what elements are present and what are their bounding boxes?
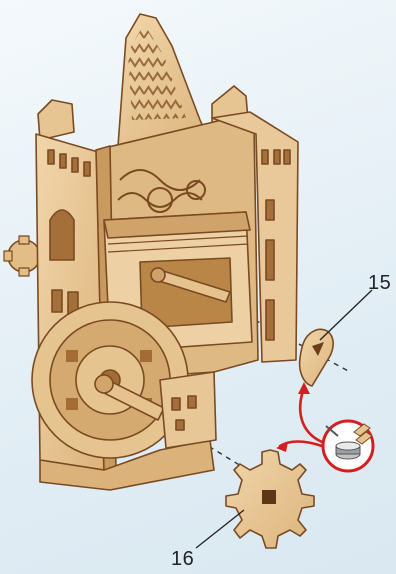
callout-label-15: 15 — [368, 272, 391, 295]
glue-pot-icon — [323, 421, 373, 471]
gear-icon — [226, 450, 314, 548]
clock-tower-model — [4, 14, 298, 490]
arrow-icon — [280, 388, 322, 446]
callout-label-16: 16 — [171, 548, 194, 571]
cam-piece-icon — [300, 329, 334, 386]
gear-left-back — [4, 236, 40, 276]
callout-line-15 — [320, 290, 372, 340]
